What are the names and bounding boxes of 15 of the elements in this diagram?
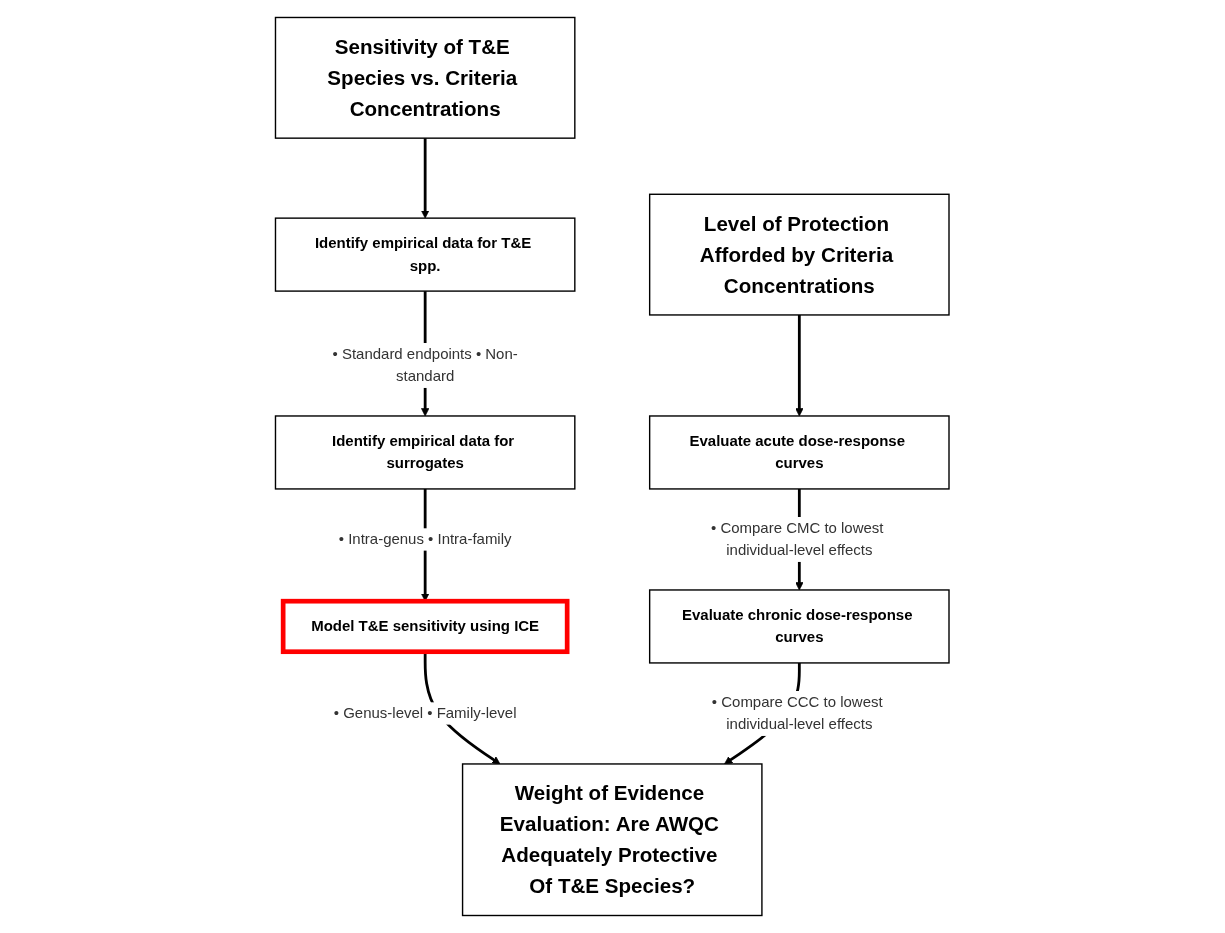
node-box: Evaluate acute dose-response curves [649, 415, 950, 490]
edge-label: • Compare CMC to lowest individual-level effects [711, 519, 884, 559]
edge-label: • Genus-level • Family-level [334, 705, 517, 721]
node-box: Level of Protection Afforded by Criteria Concentrations [649, 193, 950, 316]
node-box: Evaluate chronic dose-response curves [649, 589, 950, 664]
edge-label: • Intra-genus • Intra-family [339, 531, 512, 547]
node-box: Identify empirical data for T&E spp. [275, 217, 576, 292]
edge-label: • Compare CCC to lowest individual-level effects [712, 693, 883, 733]
node-box: Identify empirical data for surrogates [275, 415, 576, 490]
arrow [421, 138, 430, 219]
node-box: Sensitivity of T&E Species vs. Criteria Concentrations [275, 16, 576, 139]
edge-label: • Standard endpoints • Non-standard [332, 345, 519, 385]
node-box: Weight of Evidence Evaluation: Are AWQC Adequately Protective Of T&E Species? [462, 763, 763, 917]
node-box: Model T&E sensitivity using ICE [281, 598, 570, 655]
arrow [795, 314, 804, 417]
